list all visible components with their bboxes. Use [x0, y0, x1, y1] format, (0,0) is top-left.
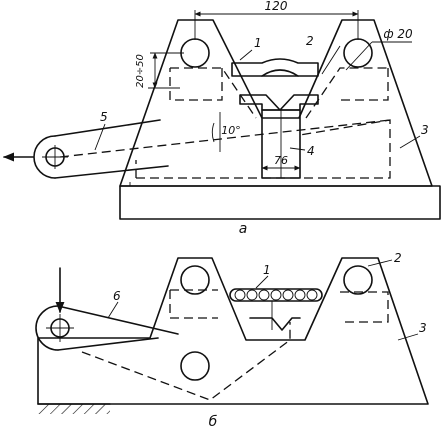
callout-2-a: 2 [306, 34, 314, 48]
weld-bead-b [229, 288, 323, 302]
callout-1-a: 1 [254, 36, 262, 50]
caption-b: б [209, 414, 218, 430]
dim-height-a: 20÷50 [135, 54, 146, 88]
callout-4-a: 4 [307, 144, 315, 158]
callout-3-b: 3 [419, 321, 427, 335]
bolt-hole-lower-b [180, 351, 210, 381]
fixture-body-a [119, 19, 433, 187]
callout-1-b: 1 [263, 263, 271, 277]
dim-slot-a: 76 [274, 154, 288, 167]
lever-a [54, 119, 169, 179]
caption-a: а [239, 221, 248, 237]
base-plate-a [119, 185, 441, 220]
bolt-hole-left-a [180, 38, 210, 68]
dim-diameter-a: ф 20 [383, 27, 413, 41]
hidden-contour-b [169, 289, 389, 323]
dim-width-a: 120 [265, 0, 288, 13]
bolt-hole-right-a [343, 38, 373, 68]
weld-parts-a [231, 58, 319, 77]
callout-5-a: 5 [100, 110, 108, 124]
hidden-contour-a [169, 67, 389, 119]
callout-6-b: 6 [113, 289, 121, 303]
figure-a: 120 ф 20 20÷50 10° 76 1 2 3 4 5 а [2, 0, 441, 237]
bolt-hole-left-b [180, 265, 210, 295]
dim-angle-a: 10° [221, 124, 241, 137]
figure-b: 1 2 3 6 б [35, 251, 429, 430]
lever-b [57, 305, 179, 351]
callout-2-b: 2 [394, 251, 402, 265]
bolt-hole-right-b [343, 265, 373, 295]
fixture-body-b [37, 257, 429, 405]
wedge-a [239, 94, 319, 111]
callout-3-a: 3 [421, 123, 429, 137]
